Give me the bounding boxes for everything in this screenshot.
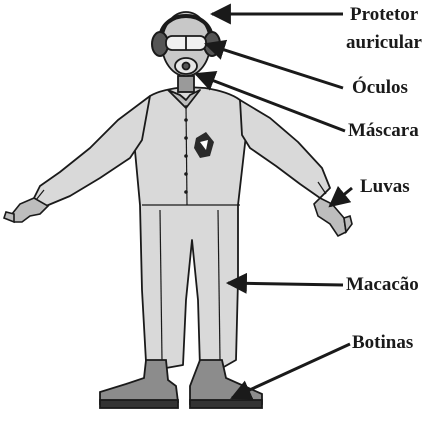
goggles: [166, 36, 206, 50]
label-luvas: Luvas: [360, 176, 410, 198]
coverall: [34, 87, 330, 368]
head: [162, 12, 210, 92]
label-mascara: Máscara: [348, 120, 419, 142]
arrow-macacao: [228, 283, 343, 285]
label-protetor-line1: Protetor: [350, 4, 418, 26]
label-protetor-line2: auricular: [346, 32, 422, 54]
arrow-luvas: [330, 188, 352, 206]
label-botinas: Botinas: [352, 332, 413, 354]
glove-left: [4, 198, 48, 222]
mask: [175, 58, 197, 74]
label-macacao: Macacão: [346, 274, 419, 296]
boot-left: [100, 360, 178, 408]
boot-right: [190, 360, 262, 408]
arrow-oculos: [206, 44, 343, 88]
arrow-botinas: [232, 344, 350, 398]
label-oculos: Óculos: [352, 77, 408, 99]
